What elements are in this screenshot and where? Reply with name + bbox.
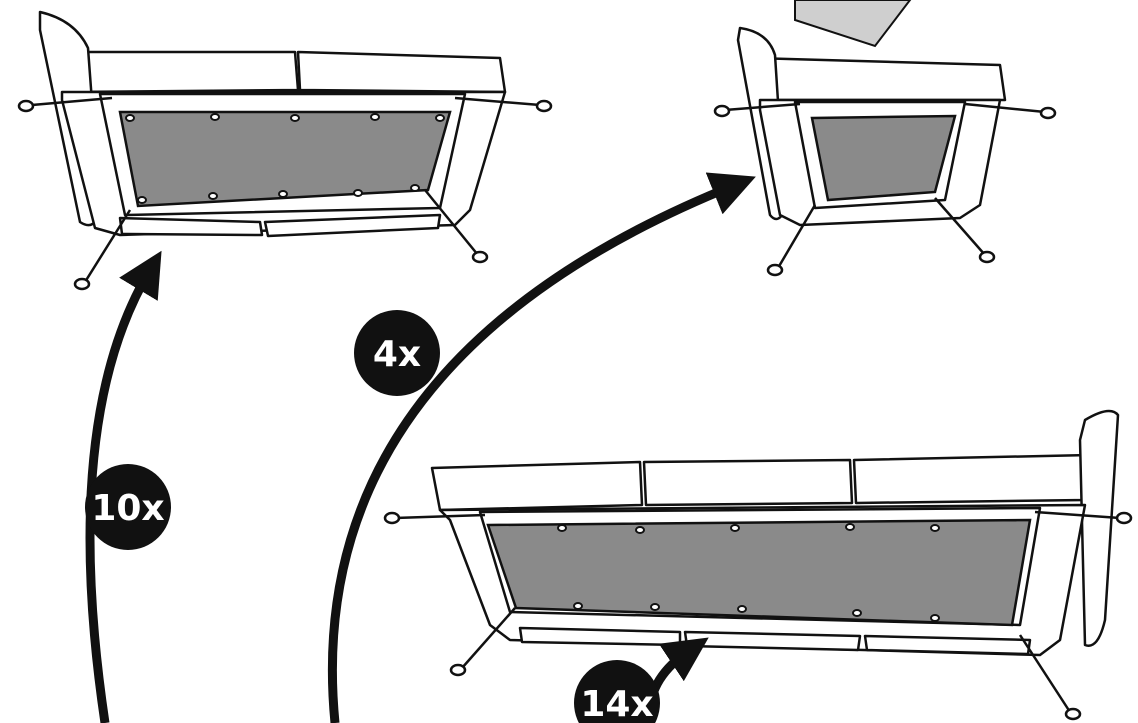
badge-4x-label: 4x	[373, 334, 421, 375]
fastener-holes	[125, 113, 445, 204]
badge-4x: 4x	[354, 310, 440, 396]
underside-panel	[118, 110, 452, 208]
arrow-to-armchair	[327, 172, 756, 723]
badge-10x: 10x	[85, 464, 171, 550]
underside-panel	[486, 518, 1032, 627]
fastener-holes	[557, 523, 940, 622]
card-fragment	[794, 0, 912, 48]
badge-14x-label: 14x	[580, 684, 653, 723]
badge-10x-label: 10x	[91, 488, 164, 529]
underside-panel	[810, 114, 957, 202]
badge-14x: 14x	[574, 660, 660, 723]
arrow-to-two-seater	[85, 250, 162, 723]
